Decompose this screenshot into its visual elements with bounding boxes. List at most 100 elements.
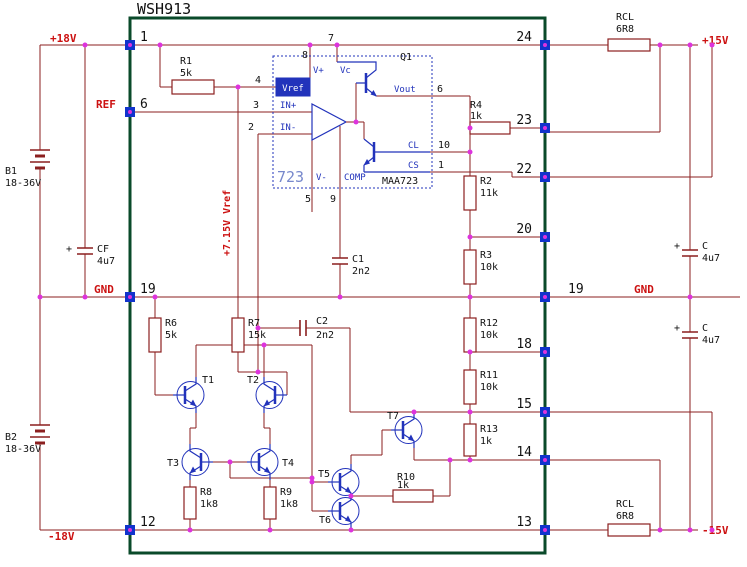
pin-label-15: 15 bbox=[516, 397, 532, 412]
battery-b1 bbox=[30, 149, 50, 170]
label-cf-val: 4u7 bbox=[97, 256, 115, 267]
label-r11-val: 10k bbox=[480, 382, 498, 393]
label-vc: Vc bbox=[340, 66, 351, 76]
transistor-t1 bbox=[171, 375, 206, 415]
opamp-triangle bbox=[311, 103, 348, 141]
label-plus15: +15V bbox=[702, 34, 729, 47]
resistor-r13 bbox=[463, 423, 477, 457]
label-r11-ref: R11 bbox=[480, 370, 498, 381]
label-t1: T1 bbox=[202, 375, 214, 386]
label-r4-val: 1k bbox=[470, 111, 482, 122]
ic-pin-6: 6 bbox=[437, 84, 443, 95]
label-r3-val: 10k bbox=[480, 262, 498, 273]
ic-pin-10: 10 bbox=[438, 140, 450, 151]
label-vout: Vout bbox=[394, 85, 416, 95]
label-cbot-val: 4u7 bbox=[702, 335, 720, 346]
label-cf-plus: + bbox=[66, 244, 72, 255]
resistor-r6 bbox=[148, 317, 162, 353]
label-r1-val: 5k bbox=[180, 68, 192, 79]
label-b2-ref: B2 bbox=[5, 432, 17, 443]
label-r12-val: 10k bbox=[480, 330, 498, 341]
label-inn: IN- bbox=[280, 123, 296, 133]
vref-block bbox=[275, 77, 311, 97]
ic-723: Vref V+ Vc IN+ IN- Vout CL CS V- COMP 8 … bbox=[248, 33, 540, 205]
label-cf-ref: CF bbox=[97, 244, 109, 255]
module-outline bbox=[128, 16, 547, 555]
label-t6: T6 bbox=[319, 515, 331, 526]
label-gnd-right: GND bbox=[634, 283, 654, 296]
label-r2-ref: R2 bbox=[480, 176, 492, 187]
label-ctop-val: 4u7 bbox=[702, 253, 720, 264]
pin-label-24: 24 bbox=[516, 30, 532, 45]
label-c1-val: 2n2 bbox=[352, 266, 370, 277]
ic-pin-1: 1 bbox=[438, 160, 444, 171]
label-r2-val: 11k bbox=[480, 188, 498, 199]
battery-b2 bbox=[30, 424, 50, 445]
resistor-r4 bbox=[469, 121, 511, 135]
capacitor-c-bottom bbox=[682, 331, 698, 339]
label-r13-ref: R13 bbox=[480, 424, 498, 435]
label-cl: CL bbox=[408, 141, 419, 151]
label-t5: T5 bbox=[318, 469, 330, 480]
label-q1: Q1 bbox=[400, 52, 412, 63]
label-b2-val: 18-36V bbox=[5, 444, 41, 455]
component-labels: R1 5k R4 1k R2 11k R3 10k R12 10k R11 10… bbox=[5, 12, 720, 522]
label-comp: COMP bbox=[344, 173, 366, 183]
label-rcl-bot-val: 6R8 bbox=[616, 511, 634, 522]
ic-boundary bbox=[272, 55, 433, 189]
transistor-q1 bbox=[337, 61, 377, 97]
label-inp: IN+ bbox=[280, 101, 297, 111]
junction-dots bbox=[37, 42, 715, 533]
transistor-t2 bbox=[254, 375, 289, 415]
resistor-r7 bbox=[231, 317, 245, 353]
ic-pin-9: 9 bbox=[330, 194, 336, 205]
pin-label-19-right: 19 bbox=[568, 282, 584, 297]
ic-pin-8: 8 bbox=[302, 50, 308, 61]
capacitor-c-top bbox=[682, 249, 698, 257]
resistor-r8 bbox=[183, 486, 197, 520]
pin-label-12: 12 bbox=[140, 515, 156, 530]
label-c2-val: 2n2 bbox=[316, 330, 334, 341]
pin-label-18: 18 bbox=[516, 337, 532, 352]
label-minus15: -15V bbox=[702, 524, 729, 537]
label-plus18: +18V bbox=[50, 32, 77, 45]
label-gnd-left: GND bbox=[94, 283, 114, 296]
pin-label-14: 14 bbox=[516, 445, 532, 460]
label-c2-ref: C2 bbox=[316, 316, 328, 327]
ic-pin-5: 5 bbox=[305, 194, 311, 205]
label-r8-val: 1k8 bbox=[200, 499, 218, 510]
label-r12-ref: R12 bbox=[480, 318, 498, 329]
module-title: WSH913 bbox=[137, 0, 191, 18]
label-b1-val: 18-36V bbox=[5, 178, 41, 189]
label-rcl-top-ref: RCL bbox=[616, 12, 634, 23]
resistor-rcl-top bbox=[607, 38, 651, 52]
label-cbot-ref: C bbox=[702, 323, 708, 334]
ic-pin-7: 7 bbox=[328, 33, 334, 44]
vref-block-label: Vref bbox=[282, 84, 304, 94]
transistor-cl bbox=[363, 138, 430, 173]
label-r6-ref: R6 bbox=[165, 318, 177, 329]
pin-label-1: 1 bbox=[140, 30, 148, 45]
resistor-rcl-bottom bbox=[607, 523, 651, 537]
label-minus18: -18V bbox=[48, 530, 75, 543]
label-rcl-bot-ref: RCL bbox=[616, 499, 634, 510]
capacitor-c2 bbox=[299, 320, 307, 336]
power-labels: +18V REF GND -18V +15V GND -15V +7.15V V… bbox=[48, 32, 729, 543]
transistor-t5 bbox=[326, 462, 361, 502]
module-pins bbox=[125, 40, 550, 535]
label-t3: T3 bbox=[167, 458, 179, 469]
label-t7: T7 bbox=[387, 411, 399, 422]
resistor-r11 bbox=[463, 369, 477, 405]
label-r1-ref: R1 bbox=[180, 56, 192, 67]
pin-label-13: 13 bbox=[516, 515, 532, 530]
transistor-t4 bbox=[245, 442, 280, 482]
label-r3-ref: R3 bbox=[480, 250, 492, 261]
label-ref: REF bbox=[96, 98, 116, 111]
transistor-t3 bbox=[180, 442, 215, 482]
ic-pin-2: 2 bbox=[248, 122, 254, 133]
label-r8-ref: R8 bbox=[200, 487, 212, 498]
label-t4: T4 bbox=[282, 458, 294, 469]
pin-label-23: 23 bbox=[516, 113, 532, 128]
